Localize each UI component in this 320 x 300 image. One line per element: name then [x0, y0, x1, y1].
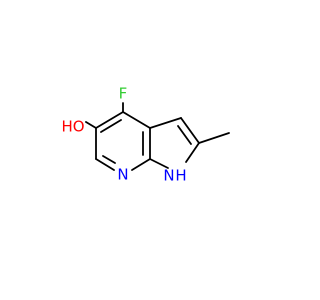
bond-c5-o — [85, 121, 97, 129]
molecule-canvas: F HO N H N — [61, 84, 230, 185]
bond-c6-n7 — [95, 158, 115, 171]
bond-c6-n7-inner — [102, 155, 116, 164]
fluorine-label: F — [119, 85, 128, 103]
bond-c4-c5-inner — [100, 119, 122, 133]
pyrrole-hydrogen-label: H — [175, 167, 186, 185]
pyrrole-nitrogen-label: N — [163, 167, 174, 185]
hydroxyl-label: HO — [61, 118, 84, 136]
pyridine-nitrogen-label: N — [117, 166, 128, 184]
bond-c4-c4a — [122, 111, 151, 129]
bond-c3-c2-inner — [177, 125, 192, 145]
bond-c4a-c3 — [149, 117, 182, 129]
bond-c4-c5 — [95, 111, 124, 129]
molecule-structure: F HO N H N — [61, 85, 230, 185]
bond-n7-c7a — [131, 158, 151, 171]
bond-n1-c7a — [149, 158, 169, 169]
bond-c2-methyl — [198, 132, 230, 144]
bond-c3-c2 — [180, 117, 200, 144]
bond-c2-n1 — [185, 142, 200, 163]
